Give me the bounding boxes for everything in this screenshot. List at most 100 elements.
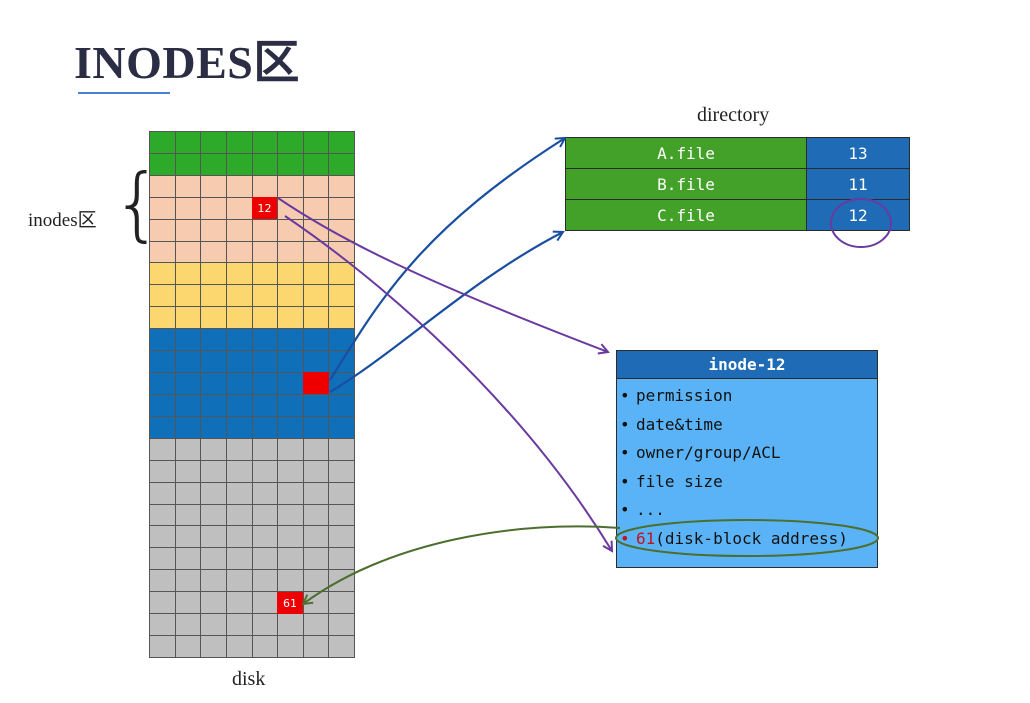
- disk-block-peach: [200, 196, 226, 219]
- bullet-icon: •: [620, 528, 630, 548]
- disk-block-yellow: [251, 284, 278, 307]
- disk-block-blue: [200, 328, 226, 351]
- disk-block-gray: [302, 525, 329, 548]
- disk-label: disk: [232, 668, 266, 690]
- disk-block-peach: [328, 240, 354, 263]
- disk-block-gray: [251, 569, 278, 592]
- arrow-to-b-file: [329, 232, 563, 393]
- disk-block-yellow: [328, 306, 354, 329]
- disk-block-yellow: [225, 306, 252, 329]
- directory-inode-number: 12: [806, 199, 910, 231]
- disk-block-gray: [200, 503, 226, 526]
- disk-block-gray: [200, 613, 226, 636]
- disk-block-blue: [277, 328, 303, 351]
- disk-block-blue: [277, 415, 303, 438]
- disk-block-blue: [302, 350, 329, 373]
- inode-12-block: 12: [252, 197, 277, 219]
- disk-block-yellow: [328, 284, 354, 307]
- list-item: • date&time: [620, 411, 877, 440]
- disk-block-gray: [225, 569, 252, 592]
- bullet-icon: •: [620, 414, 630, 434]
- disk-block-green: [302, 152, 329, 175]
- disk-block-blue: [200, 393, 226, 416]
- disk-block-yellow: [200, 306, 226, 329]
- disk-block-peach: [277, 240, 303, 263]
- disk-block-peach: [200, 174, 226, 197]
- disk-block-gray: [328, 459, 354, 482]
- disk-block-gray: [174, 569, 201, 592]
- circle-block-address: [615, 519, 879, 557]
- disk-block-peach: [251, 218, 278, 241]
- disk-block-peach: [277, 174, 303, 197]
- inodes-area-label: inodes区: [28, 210, 97, 231]
- disk-block-61: 61: [277, 592, 303, 614]
- disk-block-blue: [277, 350, 303, 373]
- disk-block-green: [328, 152, 354, 175]
- directory-data-block: [303, 372, 329, 394]
- disk-block-gray: [277, 547, 303, 570]
- disk-block-gray: [200, 481, 226, 504]
- disk-block-blue: [225, 393, 252, 416]
- disk-block-blue: [225, 415, 252, 438]
- disk-block-gray: [200, 569, 226, 592]
- disk-block-blue: [277, 393, 303, 416]
- disk-block-gray: [200, 635, 226, 657]
- disk-block-gray: [174, 437, 201, 460]
- disk-block-gray: [149, 591, 175, 614]
- disk-block-gray: [302, 459, 329, 482]
- disk-block-gray: [149, 569, 175, 592]
- disk-block-yellow: [174, 262, 201, 285]
- disk-block-gray: [149, 459, 175, 482]
- disk-block-blue: [174, 415, 201, 438]
- disk-block-peach: [328, 196, 354, 219]
- disk-block-gray: [277, 437, 303, 460]
- list-item: •owner/group/ACL: [620, 439, 877, 468]
- disk-block-blue: [174, 328, 201, 351]
- arrow-to-inode-box: [277, 197, 608, 352]
- disk-block-gray: [302, 569, 329, 592]
- disk-block-peach: [149, 196, 175, 219]
- disk-block-gray: [200, 459, 226, 482]
- disk-block-gray: [277, 503, 303, 526]
- disk-block-gray: [174, 591, 201, 614]
- list-item-text: permission: [636, 386, 733, 405]
- list-item-text: date&time: [636, 414, 723, 434]
- inode-12-box: inode-12 •permission •date&time •owner/g…: [616, 350, 878, 568]
- disk-block-gray: [251, 525, 278, 548]
- disk-block-yellow: [225, 262, 252, 285]
- disk-block-gray: [200, 591, 226, 614]
- disk-block-green: [200, 131, 226, 153]
- disk-block-gray: [174, 635, 201, 657]
- disk-block-blue: [149, 393, 175, 416]
- disk-block-gray: [225, 525, 252, 548]
- disk-block-yellow: [225, 284, 252, 307]
- disk-block-blue: [200, 415, 226, 438]
- directory-table: A.file 13 B.file 11 C.file 12: [565, 137, 910, 231]
- disk-block-green: [302, 131, 329, 153]
- disk-block-peach: [200, 218, 226, 241]
- list-item-text: owner/group/ACL: [636, 443, 781, 463]
- disk-block-gray: [328, 547, 354, 570]
- slide-title: INODES区: [74, 37, 300, 88]
- disk-block-peach: [149, 218, 175, 241]
- disk-block-gray: [149, 503, 175, 526]
- list-item-text: file size: [636, 471, 723, 491]
- disk-block-gray: [328, 591, 354, 614]
- disk-block-gray: [328, 437, 354, 460]
- disk-block-blue: [225, 328, 252, 351]
- list-item: •61(disk-block address): [620, 525, 877, 554]
- directory-inode-number: 13: [806, 137, 910, 169]
- inode-box-title: inode-12: [617, 351, 877, 379]
- bullet-icon: •: [620, 386, 630, 405]
- disk-block-green: [174, 131, 201, 153]
- disk-block-gray: [251, 591, 278, 614]
- disk-block-blue: [200, 350, 226, 373]
- disk-block-peach: [225, 196, 252, 219]
- disk-block-blue: [149, 328, 175, 351]
- disk-block-blue: [251, 328, 278, 351]
- directory-label: directory: [697, 104, 770, 126]
- disk-block-blue: [200, 372, 226, 394]
- disk-block-yellow: [174, 306, 201, 329]
- disk-block-peach: [174, 218, 201, 241]
- disk-block-green: [277, 131, 303, 153]
